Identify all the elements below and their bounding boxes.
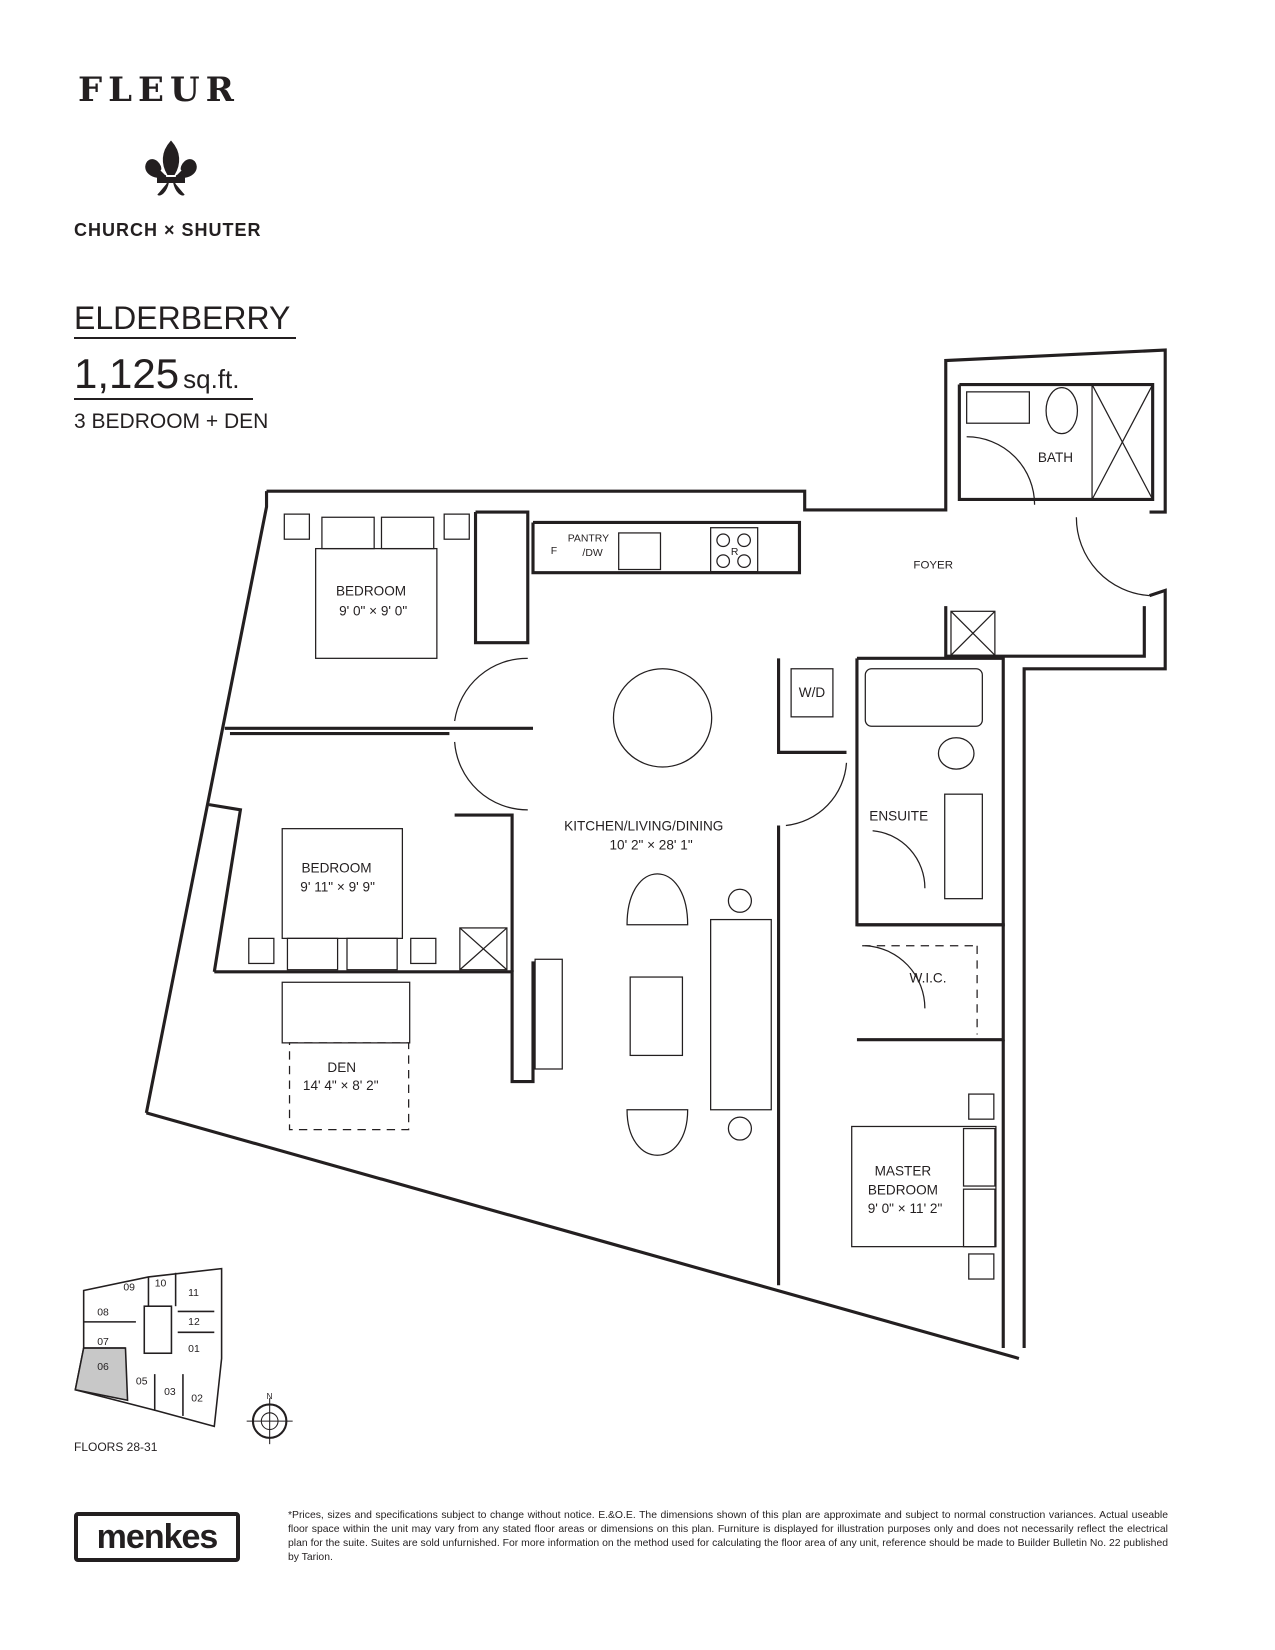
keyplate-unit: 11 bbox=[188, 1288, 199, 1299]
kitchen-label: KITCHEN/LIVING/DINING bbox=[564, 819, 723, 834]
bed-top bbox=[315, 547, 438, 659]
bed-mid bbox=[281, 828, 404, 940]
foyer-label: FOYER bbox=[913, 559, 953, 571]
den-dims: 14' 4" × 8' 2" bbox=[303, 1078, 379, 1093]
keyplate-unit: 12 bbox=[188, 1317, 200, 1328]
room-labels: BEDROOM 9' 0" × 9' 0" PANTRY /DW F R FOY… bbox=[300, 450, 1073, 1216]
keyplate-unit: 03 bbox=[164, 1387, 176, 1398]
bedroom-mid-label: BEDROOM bbox=[301, 861, 371, 876]
keyplate-unit: 08 bbox=[97, 1308, 109, 1319]
furniture bbox=[248, 383, 1154, 1280]
den-label: DEN bbox=[327, 1060, 356, 1075]
wd-label: W/D bbox=[799, 685, 826, 700]
bedroom-mid-dims: 9' 11" × 9' 9" bbox=[300, 879, 375, 894]
ensuite-label: ENSUITE bbox=[869, 808, 928, 823]
fleur-de-lis-icon bbox=[145, 140, 197, 196]
keyplate-unit: 06 bbox=[97, 1362, 109, 1373]
keyplate-unit: 07 bbox=[97, 1337, 109, 1348]
keyplate-unit: 10 bbox=[155, 1278, 167, 1289]
compass-north: N bbox=[267, 1391, 273, 1401]
keyplate-unit: 09 bbox=[123, 1283, 135, 1294]
bath-label: BATH bbox=[1038, 450, 1073, 465]
floors-label: FLOORS 28-31 bbox=[74, 1440, 158, 1454]
keyplate-unit: 01 bbox=[188, 1344, 200, 1355]
wic-label: W.I.C. bbox=[910, 970, 947, 985]
location-subtitle: CHURCH × SHUTER bbox=[74, 220, 262, 240]
area-unit: sq.ft. bbox=[183, 364, 240, 394]
kitchen-dims: 10' 2" × 28' 1" bbox=[610, 838, 693, 853]
range-label: R bbox=[731, 547, 739, 558]
walls bbox=[144, 348, 1167, 1360]
dw-label: /DW bbox=[582, 548, 602, 559]
brand-logo-text: FLEUR bbox=[78, 70, 240, 110]
compass-icon: N bbox=[246, 1391, 293, 1445]
bedroom-top-label: BEDROOM bbox=[336, 584, 406, 599]
keyplate: 09 10 11 08 12 07 01 06 05 03 02 bbox=[74, 1267, 223, 1428]
keyplate-unit: 05 bbox=[136, 1377, 148, 1388]
developer-logo: menkes bbox=[74, 1512, 240, 1562]
area-value: 1,125 bbox=[74, 350, 180, 397]
suite-name: ELDERBERRY bbox=[74, 300, 297, 339]
bedroom-top-dims: 9' 0" × 9' 0" bbox=[339, 603, 407, 618]
disclaimer: *Prices, sizes and specifications subjec… bbox=[288, 1510, 1168, 1563]
dining-table bbox=[612, 668, 713, 768]
suite-type: 3 BEDROOM + DEN bbox=[74, 410, 269, 433]
master-label-2: BEDROOM bbox=[868, 1182, 938, 1197]
master-dims: 9' 0" × 11' 2" bbox=[868, 1201, 943, 1216]
master-bed bbox=[851, 1125, 997, 1248]
bathtub bbox=[864, 668, 983, 727]
coffee-table bbox=[629, 976, 684, 1057]
sofa bbox=[710, 918, 772, 1111]
master-label-1: MASTER bbox=[875, 1164, 932, 1179]
keyplate-unit: 02 bbox=[191, 1393, 203, 1404]
pantry-label: PANTRY bbox=[568, 533, 609, 544]
fridge-label: F bbox=[551, 546, 557, 557]
